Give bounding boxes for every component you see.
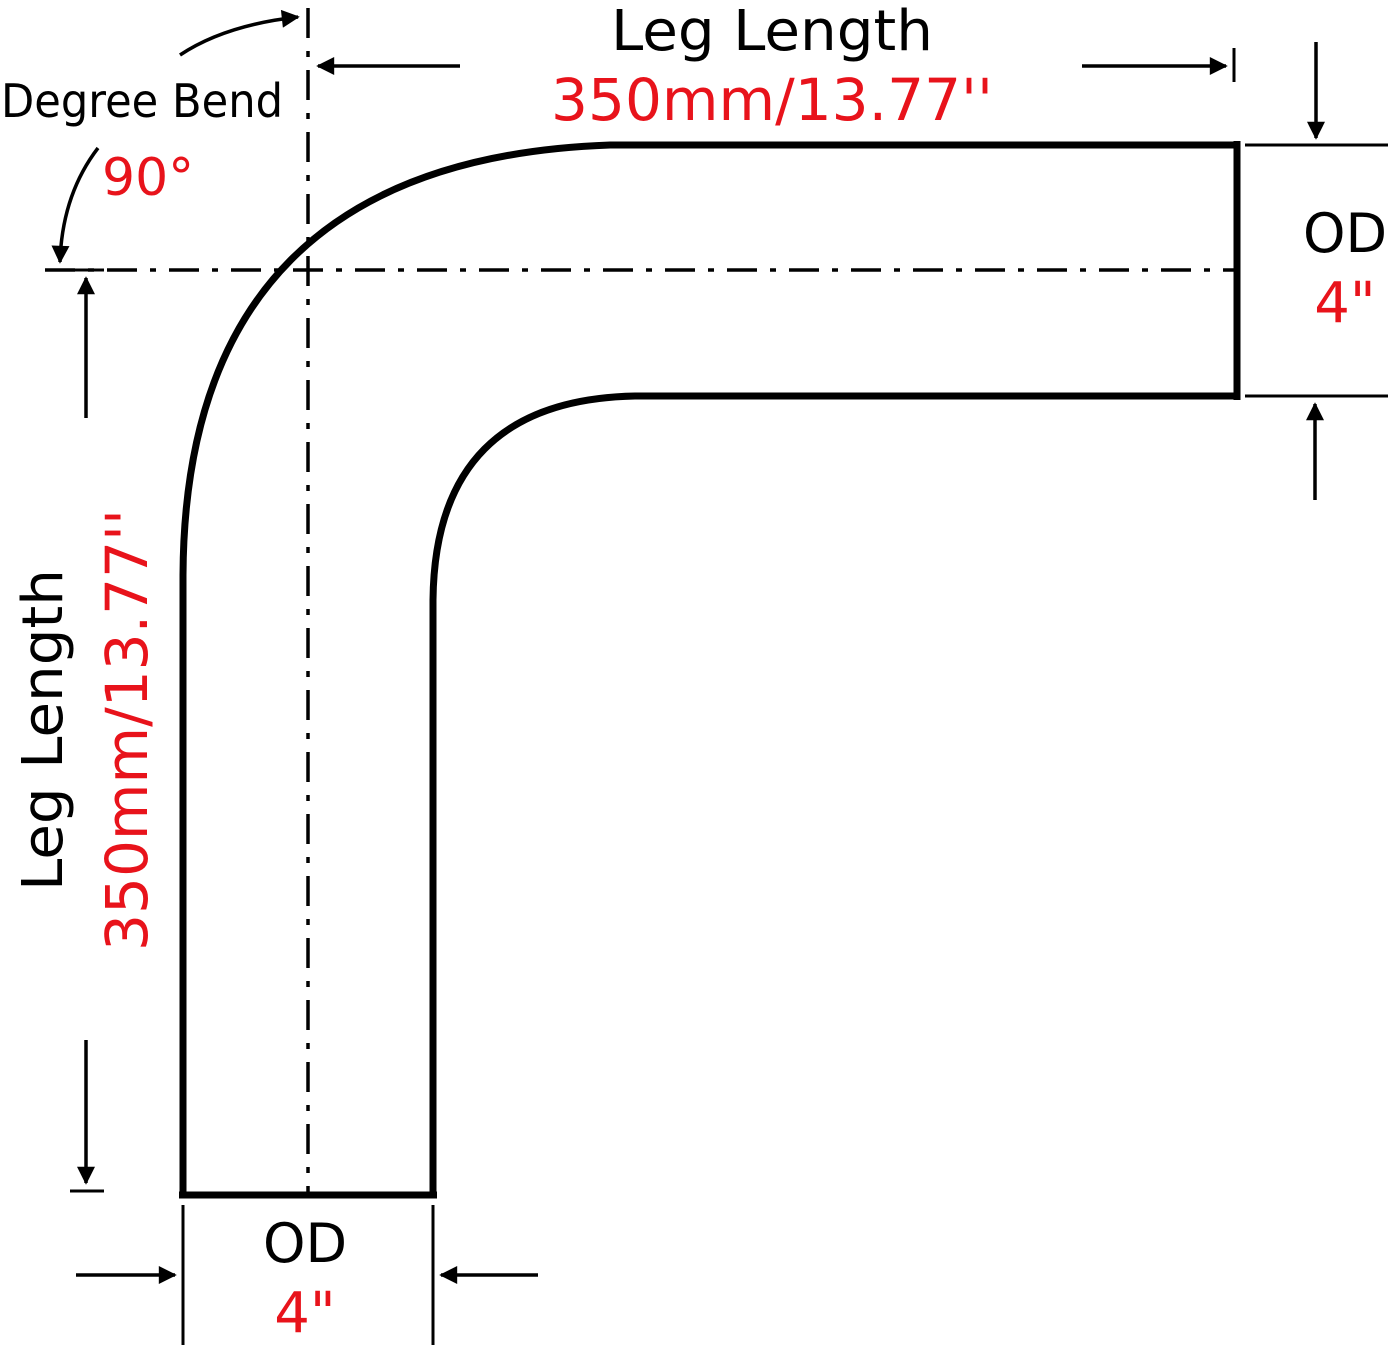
- od-right-value: 4": [1314, 271, 1375, 336]
- top-leg-label: Leg Length: [611, 0, 933, 64]
- od-right-label: OD: [1303, 202, 1387, 265]
- top-leg-value: 350mm/13.77'': [551, 66, 993, 134]
- bend-top-curved-arrow: [179, 9, 300, 57]
- dimension-arrows: [51, 9, 1325, 1284]
- od-bottom-label: OD: [263, 1212, 347, 1275]
- pipe-outline: [179, 141, 1241, 1199]
- pipe-outer-wall: [179, 141, 1237, 1195]
- side-leg-value: 350mm/13.77'': [93, 509, 161, 951]
- bend-left-curved-arrow: [51, 146, 100, 264]
- center-lines: [45, 8, 1237, 1195]
- side-leg-label: Leg Length: [11, 569, 76, 891]
- pipe-inner-wall: [429, 392, 1237, 1195]
- bend-value: 90°: [102, 148, 194, 208]
- bend-label: Degree Bend: [1, 74, 283, 128]
- od-bottom-value: 4": [274, 1281, 335, 1346]
- extension-lines: [70, 48, 1388, 1345]
